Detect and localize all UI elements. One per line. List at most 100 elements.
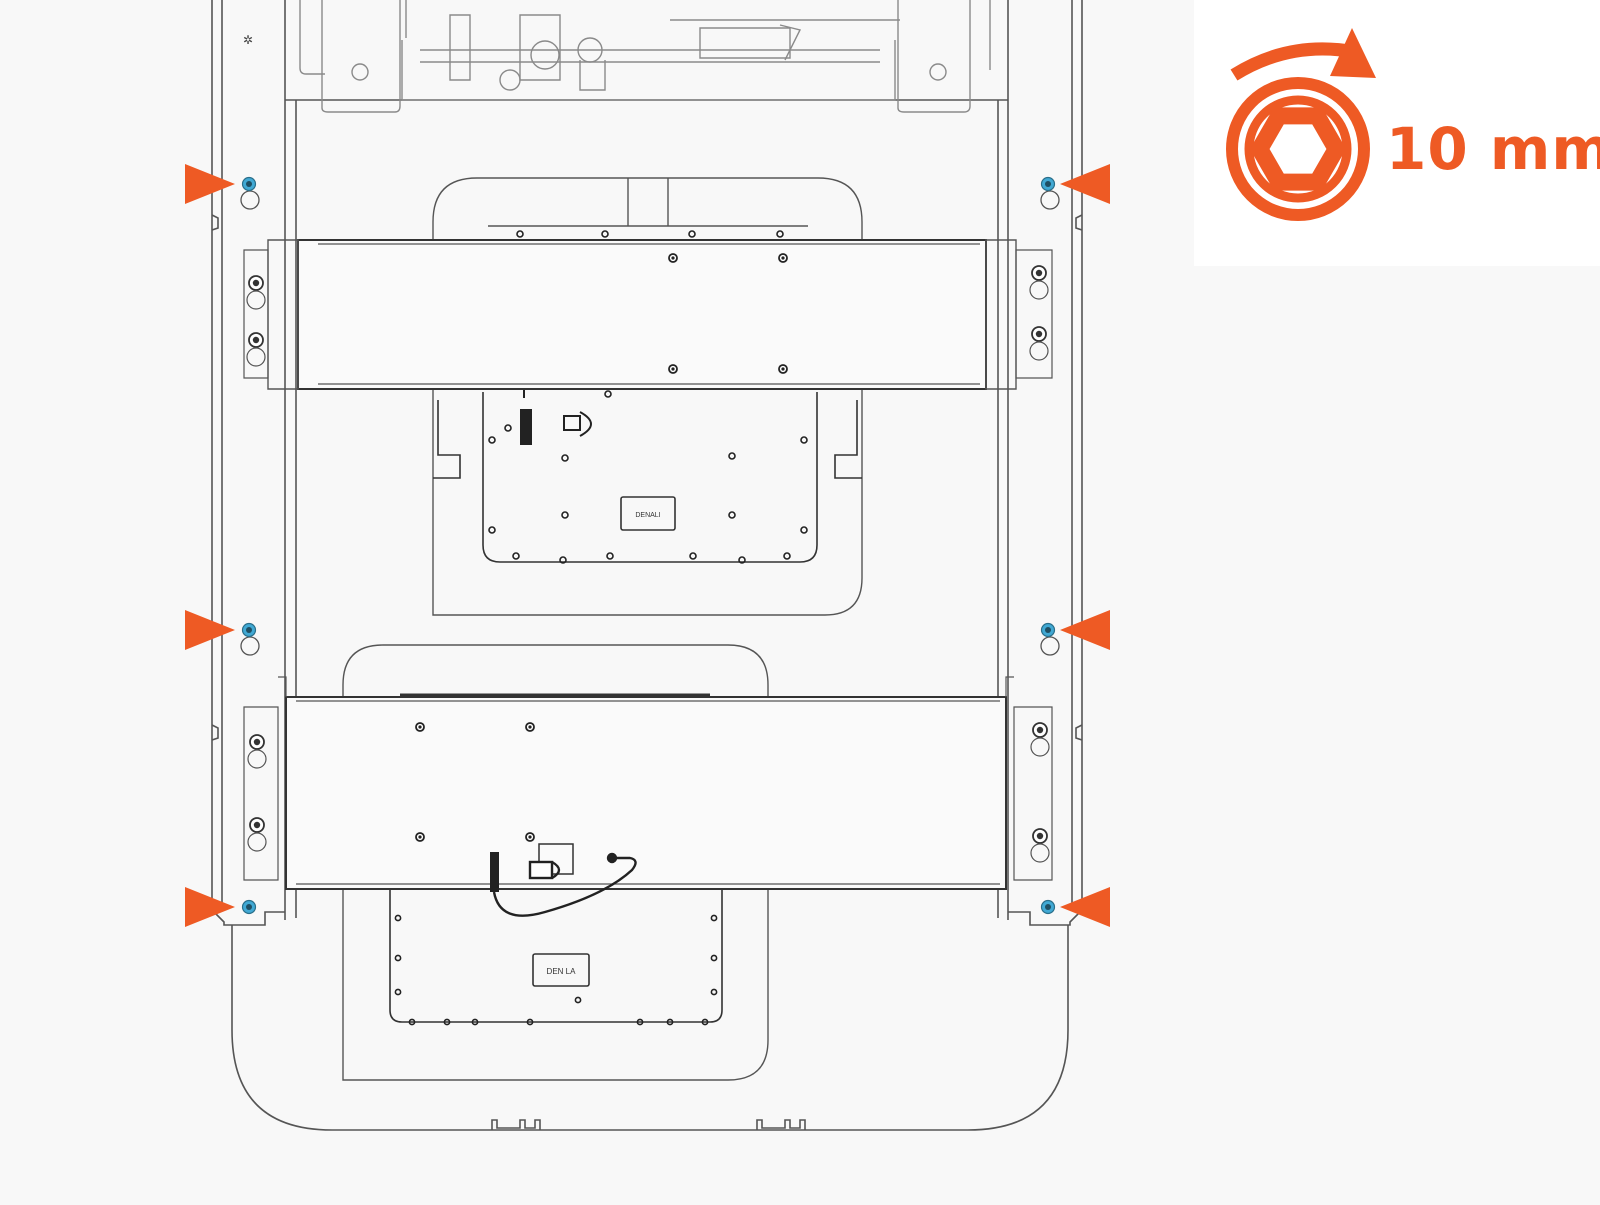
lower-plate-fasteners <box>394 914 718 1026</box>
fastener-dot <box>394 914 402 922</box>
upper-tray <box>432 177 863 616</box>
hex-stud <box>1029 326 1049 361</box>
callout-arrow-icon <box>1060 164 1110 204</box>
fastener-dot <box>688 230 696 238</box>
hex-socket-icon <box>1226 77 1370 221</box>
bracket-bolt-center <box>781 256 785 260</box>
keyhole-slot <box>240 636 260 656</box>
bracket-bolt-center <box>781 367 785 371</box>
rotate-clockwise-icon <box>1230 42 1357 81</box>
stud-slot <box>1030 737 1050 757</box>
fastener-dot <box>561 511 569 519</box>
stud-center <box>1036 726 1044 734</box>
fastener-dot <box>512 552 520 560</box>
fastener-dot <box>728 511 736 519</box>
fastener-dot <box>561 454 569 462</box>
hex-stud <box>1029 265 1049 300</box>
fastener-dot <box>710 954 718 962</box>
stud-center <box>1035 330 1043 338</box>
stud-center <box>1035 269 1043 277</box>
gear-mark-icon: ✲ <box>243 33 253 47</box>
fastener-dot <box>574 996 582 1004</box>
fastener-dot <box>408 1018 416 1026</box>
fastener-dot <box>710 988 718 996</box>
stud-slot <box>247 832 267 852</box>
stud-center <box>252 279 260 287</box>
lower-tray <box>342 644 769 1081</box>
highlighted-screw-center <box>246 181 252 187</box>
fastener-dot <box>394 954 402 962</box>
stud-center <box>1036 832 1044 840</box>
hinge-assembly <box>299 0 991 113</box>
lower-bracket-studs <box>247 722 1050 863</box>
callout-arrow-icon <box>185 887 235 927</box>
callout-arrows <box>185 164 1110 927</box>
rotation-arrowhead-icon <box>1330 28 1376 78</box>
callout-arrow-icon <box>185 610 235 650</box>
fastener-dot <box>488 526 496 534</box>
socket-size-label: 10 mm <box>1386 115 1600 183</box>
callout-arrow-icon <box>1060 887 1110 927</box>
lower-plate <box>389 888 723 1023</box>
fastener-dot <box>559 556 567 564</box>
fastener-dot <box>666 1018 674 1026</box>
fastener-dot <box>504 424 512 432</box>
hex-stud <box>247 817 267 852</box>
lower-connector <box>490 843 637 917</box>
bracket-bolt-center <box>671 367 675 371</box>
stud-slot <box>1030 843 1050 863</box>
fastener-dot <box>516 230 524 238</box>
upper-plate <box>433 392 862 563</box>
highlighted-screw-center <box>1045 904 1051 910</box>
lower-plate-label: DEN LA <box>547 967 577 976</box>
stud-center <box>253 821 261 829</box>
stud-center <box>252 336 260 344</box>
highlighted-screw-center <box>1045 627 1051 633</box>
fastener-dot <box>601 230 609 238</box>
hex-stud <box>246 275 266 310</box>
hex-stud <box>247 734 267 769</box>
lower-bracket <box>243 676 1053 890</box>
highlighted-screw-center <box>246 627 252 633</box>
fastener-dot <box>738 556 746 564</box>
bracket-bolt-center <box>671 256 675 260</box>
fastener-dot <box>710 914 718 922</box>
fastener-dot <box>776 230 784 238</box>
keyhole-slot <box>1040 636 1060 656</box>
highlighted-screw-center <box>1045 181 1051 187</box>
bracket-bolt-center <box>418 835 422 839</box>
fastener-dot <box>604 390 612 398</box>
fastener-dot <box>471 1018 479 1026</box>
callout-arrow-icon <box>1060 610 1110 650</box>
fastener-dot <box>606 552 614 560</box>
fastener-dot <box>394 988 402 996</box>
bracket-bolt-center <box>528 725 532 729</box>
stud-center <box>253 738 261 746</box>
fastener-dot <box>526 1018 534 1026</box>
hex-stud <box>246 332 266 367</box>
highlighted-screws <box>241 176 1056 915</box>
stud-slot <box>247 749 267 769</box>
fastener-dot <box>689 552 697 560</box>
stud-slot <box>246 347 266 367</box>
hex-stud <box>1030 722 1050 757</box>
fastener-dot <box>488 436 496 444</box>
fastener-dot <box>701 1018 709 1026</box>
keyhole-slot <box>1040 190 1060 210</box>
keyhole-slot <box>240 190 260 210</box>
highlighted-screw-center <box>246 904 252 910</box>
fastener-dot <box>728 452 736 460</box>
fastener-dot <box>800 436 808 444</box>
hex-stud <box>1030 828 1050 863</box>
upper-bracket-studs <box>246 253 1049 374</box>
upper-plate-label: DENALI <box>635 512 660 519</box>
stud-slot <box>1029 341 1049 361</box>
bracket-bolt-center <box>418 725 422 729</box>
fastener-dot <box>783 552 791 560</box>
fastener-dot <box>636 1018 644 1026</box>
upper-bracket <box>243 239 1053 390</box>
stud-slot <box>246 290 266 310</box>
stud-slot <box>1029 280 1049 300</box>
callout-arrow-icon <box>185 164 235 204</box>
